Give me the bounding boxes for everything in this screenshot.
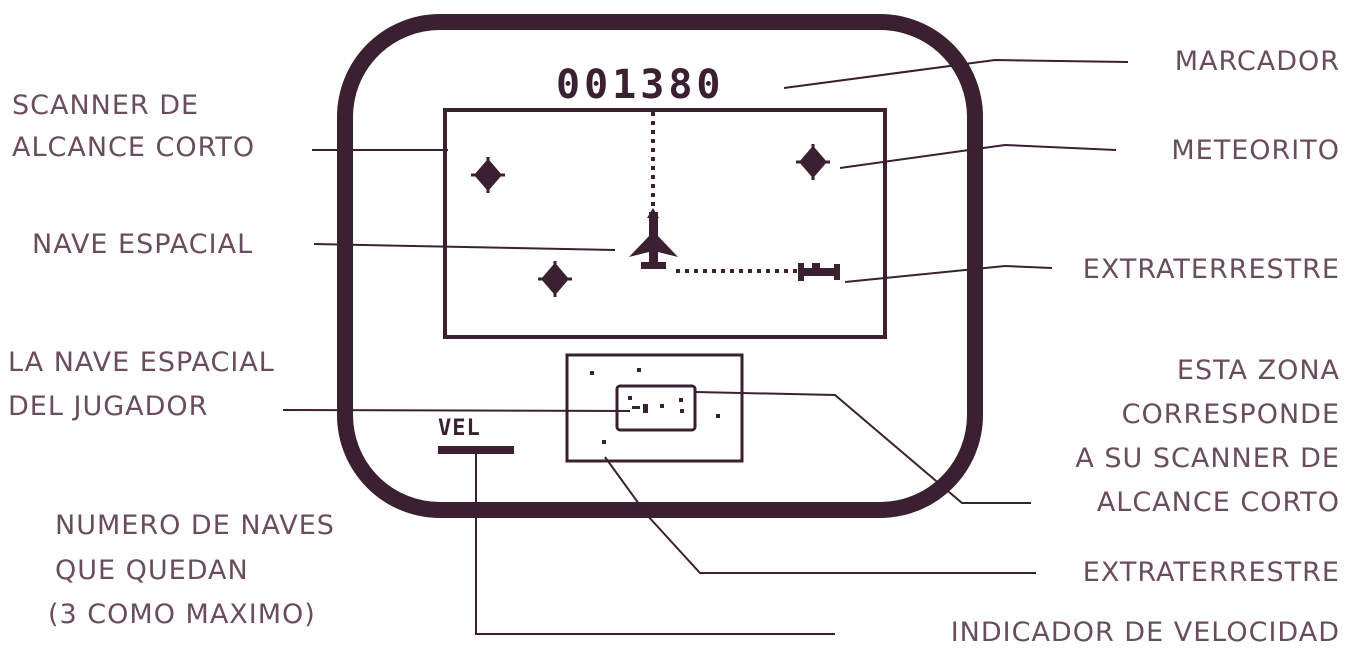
meteorite-icon: [538, 261, 572, 297]
long-range-scanner: [567, 355, 742, 461]
label-numero-naves-2: QUE QUEDAN: [55, 554, 249, 588]
label-scanner-corto-2: ALCANCE CORTO: [12, 131, 255, 165]
label-zona-scanner-1: ESTA ZONA: [1177, 354, 1340, 388]
label-extraterrestre-2: EXTRATERRESTRE: [1083, 556, 1340, 590]
label-nave-jugador-2: DEL JUGADOR: [8, 390, 208, 424]
label-numero-naves-3: (3 COMO MAXIMO): [48, 598, 316, 632]
label-nave-espacial: NAVE ESPACIAL: [32, 228, 253, 262]
label-numero-naves-1: NUMERO DE NAVES: [55, 509, 335, 543]
label-marcador: MARCADOR: [1175, 45, 1340, 79]
callout-nave-espacial: [314, 244, 615, 250]
callout-velocidad: [476, 454, 835, 634]
spaceship-icon: [629, 208, 678, 269]
label-zona-scanner-4: ALCANCE CORTO: [1097, 486, 1340, 520]
score-display: 001380: [556, 62, 725, 108]
callout-lines: [283, 60, 1128, 634]
scanner-blips: [590, 368, 720, 444]
label-zona-scanner-3: A SU SCANNER DE: [1075, 442, 1340, 476]
scanner-zone-box: [617, 386, 695, 430]
meteorite-icon: [796, 144, 830, 180]
speed-label: VEL: [438, 416, 481, 441]
meteorite-icon: [471, 157, 505, 193]
label-meteorito: METEORITO: [1171, 134, 1340, 168]
label-indicador-velocidad: INDICADOR DE VELOCIDAD: [951, 616, 1340, 650]
speed-bar: [438, 446, 514, 454]
label-extraterrestre-1: EXTRATERRESTRE: [1083, 253, 1340, 287]
alien-icon: [798, 263, 840, 281]
label-scanner-corto-1: SCANNER DE: [12, 89, 199, 123]
callout-nave-jugador: [283, 410, 630, 411]
label-nave-jugador-1: LA NAVE ESPACIAL: [8, 346, 275, 380]
label-zona-scanner-2: CORRESPONDE: [1122, 398, 1340, 432]
short-range-scanner: [445, 110, 885, 337]
callout-extraterrestre-1: [845, 266, 1052, 282]
